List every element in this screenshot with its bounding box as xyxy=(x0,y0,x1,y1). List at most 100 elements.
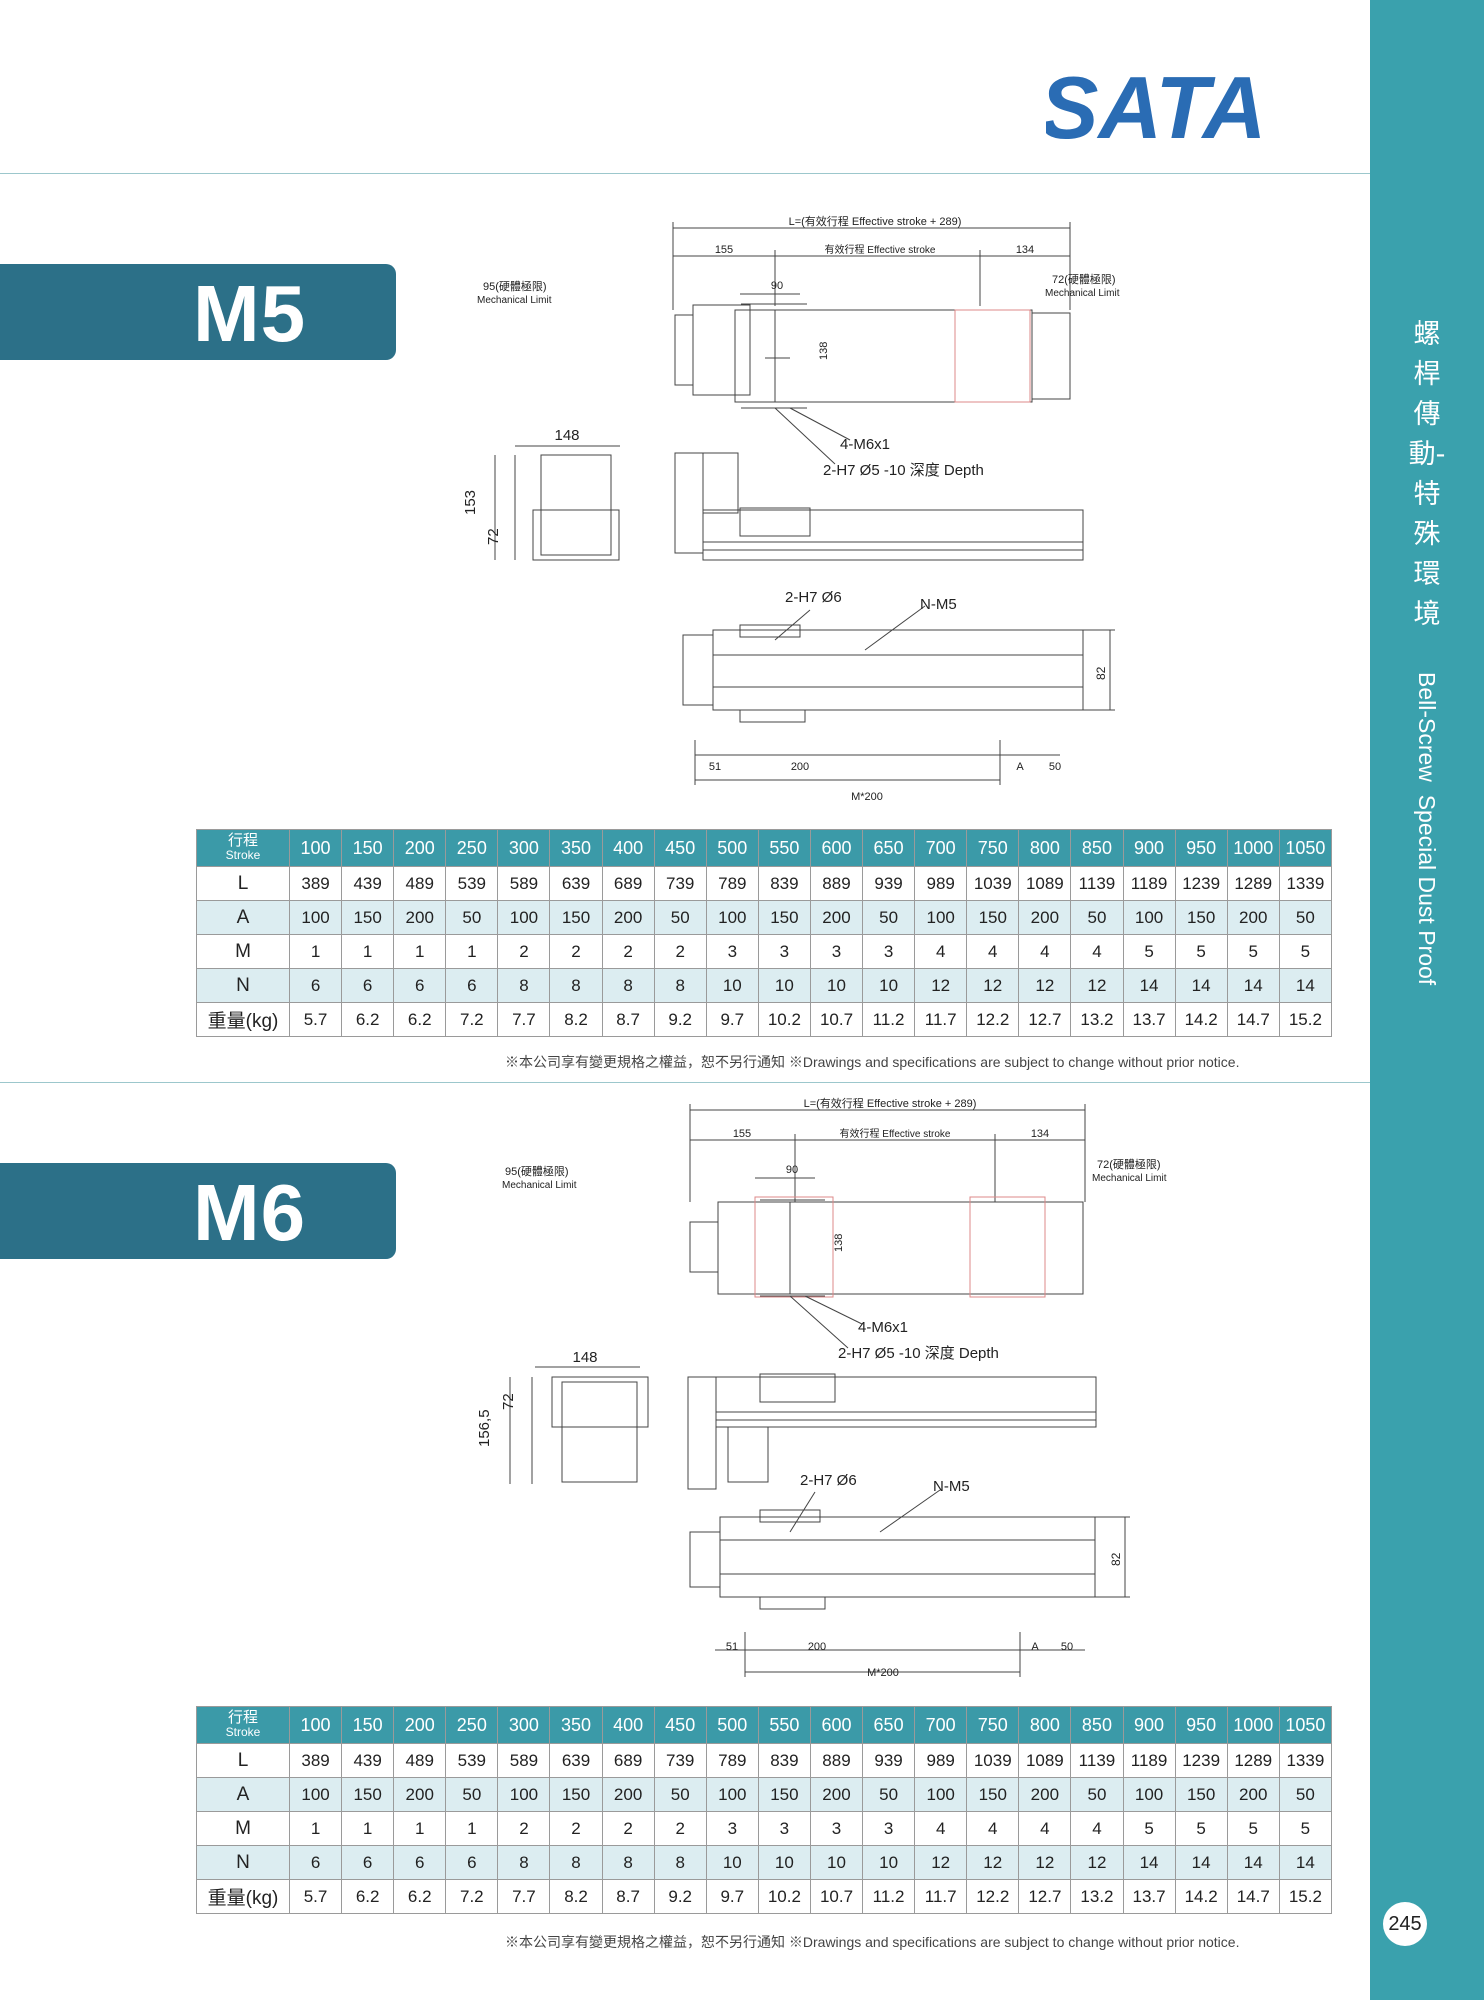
change-notice: ※本公司享有變更規格之權益，恕不另行通知 ※Drawings and speci… xyxy=(505,1054,1240,1070)
mech-limit-left: 95(硬體極限) xyxy=(505,1164,569,1178)
table-cell: 839 xyxy=(757,1743,811,1778)
table-cell: 739 xyxy=(653,1743,707,1778)
table-cell: 4 xyxy=(1018,1811,1072,1846)
table-cell: 14 xyxy=(1122,968,1176,1003)
header-cell: 1050 xyxy=(1278,1706,1333,1744)
table-cell: 489 xyxy=(393,866,447,901)
table-cell: 10.7 xyxy=(809,1002,864,1037)
header-cell: 750 xyxy=(966,829,1020,867)
technical-drawing-m6: L=(有效行程 Effective stroke + 289) 155 有效行程… xyxy=(476,1096,1167,1679)
table-cell: 1089 xyxy=(1018,1743,1072,1778)
dim-90: 90 xyxy=(786,1164,798,1176)
table-cell: 739 xyxy=(653,866,707,901)
table-cell: 5 xyxy=(1122,934,1176,969)
table-cell: 1 xyxy=(341,1811,395,1846)
table-cell: 1289 xyxy=(1226,1743,1280,1778)
table-cell: 6.2 xyxy=(341,1879,395,1914)
note-pin6: 2-H7 Ø6 xyxy=(800,1472,857,1489)
mech-limit-left-en: Mechanical Limit xyxy=(477,295,552,306)
table-cell: 5 xyxy=(1122,1811,1176,1846)
table-row: 重量(kg) 5.7 6.2 6.2 7.2 7.7 8.2 8.7 9.2 9… xyxy=(196,1002,1333,1037)
table-cell: 4 xyxy=(1070,1811,1124,1846)
table-cell: 4 xyxy=(1018,934,1072,969)
table-cell: 9.7 xyxy=(705,1879,759,1914)
table-cell: 200 xyxy=(1018,900,1072,935)
row-label: 重量(kg) xyxy=(196,1002,290,1037)
table-cell: 1139 xyxy=(1070,866,1124,901)
dim-effective-stroke: 有效行程 Effective stroke xyxy=(840,1127,951,1140)
sidebar-title-cn: 螺桿傳動-特殊環境 xyxy=(1408,319,1446,630)
header-cell: 900 xyxy=(1122,829,1176,867)
header-cell: 300 xyxy=(497,829,551,867)
table-cell: 12 xyxy=(1018,968,1072,1003)
mech-limit-left-en: Mechanical Limit xyxy=(502,1180,577,1191)
table-cell: 989 xyxy=(914,866,968,901)
table-cell: 2 xyxy=(601,934,655,969)
table-cell: 2 xyxy=(653,1811,707,1846)
table-cell: 989 xyxy=(914,1743,968,1778)
table-cell: 10 xyxy=(809,1845,864,1880)
dim-a: A xyxy=(1016,761,1024,773)
table-row: N 6 6 6 6 8 8 8 8 10 10 10 10 12 12 12 1… xyxy=(196,968,1333,1003)
table-cell: 7.2 xyxy=(445,1879,499,1914)
table-cell: 6 xyxy=(341,968,395,1003)
dim-153: 153 xyxy=(462,490,479,515)
header-cell: 400 xyxy=(601,829,655,867)
table-cell: 389 xyxy=(288,866,343,901)
header-cell: 200 xyxy=(393,829,447,867)
table-cell: 50 xyxy=(1070,900,1124,935)
table-cell: 2 xyxy=(549,1811,603,1846)
dim-134: 134 xyxy=(1016,244,1034,256)
table-cell: 150 xyxy=(341,900,395,935)
table-cell: 12 xyxy=(914,1845,968,1880)
table-cell: 6.2 xyxy=(341,1002,395,1037)
table-cell: 8 xyxy=(653,968,707,1003)
table-cell: 7.2 xyxy=(445,1002,499,1037)
table-row: 重量(kg) 5.7 6.2 6.2 7.2 7.7 8.2 8.7 9.2 9… xyxy=(196,1879,1333,1914)
dim-200: 200 xyxy=(808,1641,826,1653)
sidebar-title-en: Bell-Screw Special Dust Proof xyxy=(1414,672,1440,986)
table-cell: 200 xyxy=(393,900,447,935)
table-cell: 50 xyxy=(862,1777,916,1812)
table-cell: 589 xyxy=(497,866,551,901)
header-cell: 450 xyxy=(653,829,707,867)
dim-156-5: 156,5 xyxy=(476,1409,493,1447)
table-cell: 789 xyxy=(705,866,759,901)
table-cell: 14 xyxy=(1278,968,1333,1003)
table-cell: 689 xyxy=(601,1743,655,1778)
row-label: M xyxy=(196,934,290,969)
table-row: N 6 6 6 6 8 8 8 8 10 10 10 10 12 12 12 1… xyxy=(196,1845,1333,1880)
dim-72: 72 xyxy=(485,528,502,545)
table-cell: 14.7 xyxy=(1226,1002,1280,1037)
table-cell: 14 xyxy=(1122,1845,1176,1880)
row-label: N xyxy=(196,968,290,1003)
table-cell: 3 xyxy=(809,1811,864,1846)
table-cell: 639 xyxy=(549,1743,603,1778)
model-label-m5: M5 xyxy=(0,264,396,360)
table-cell: 4 xyxy=(966,1811,1020,1846)
table-cell: 3 xyxy=(862,934,916,969)
technical-drawing-m5: L=(有效行程 Effective stroke + 289) 155 有效行程… xyxy=(462,214,1120,803)
table-cell: 100 xyxy=(914,900,968,935)
table-cell: 1289 xyxy=(1226,866,1280,901)
table-cell: 11.2 xyxy=(862,1879,916,1914)
note-nm5: N-M5 xyxy=(920,596,957,613)
table-cell: 150 xyxy=(966,900,1020,935)
table-cell: 1 xyxy=(288,934,343,969)
table-cell: 8.7 xyxy=(601,1879,655,1914)
table-cell: 5 xyxy=(1278,1811,1333,1846)
table-cell: 50 xyxy=(445,1777,499,1812)
table-cell: 9.2 xyxy=(653,1002,707,1037)
table-cell: 889 xyxy=(809,1743,864,1778)
table-cell: 50 xyxy=(1070,1777,1124,1812)
row-label: A xyxy=(196,900,290,935)
dim-82: 82 xyxy=(1094,666,1108,680)
header-cell: 1000 xyxy=(1226,1706,1280,1744)
header-cell: 600 xyxy=(809,829,864,867)
header-cell: 500 xyxy=(705,1706,759,1744)
mech-limit-right-en: Mechanical Limit xyxy=(1092,1173,1167,1184)
dim-148: 148 xyxy=(572,1349,597,1366)
table-cell: 13.2 xyxy=(1070,1002,1124,1037)
section-divider xyxy=(0,1082,1370,1083)
